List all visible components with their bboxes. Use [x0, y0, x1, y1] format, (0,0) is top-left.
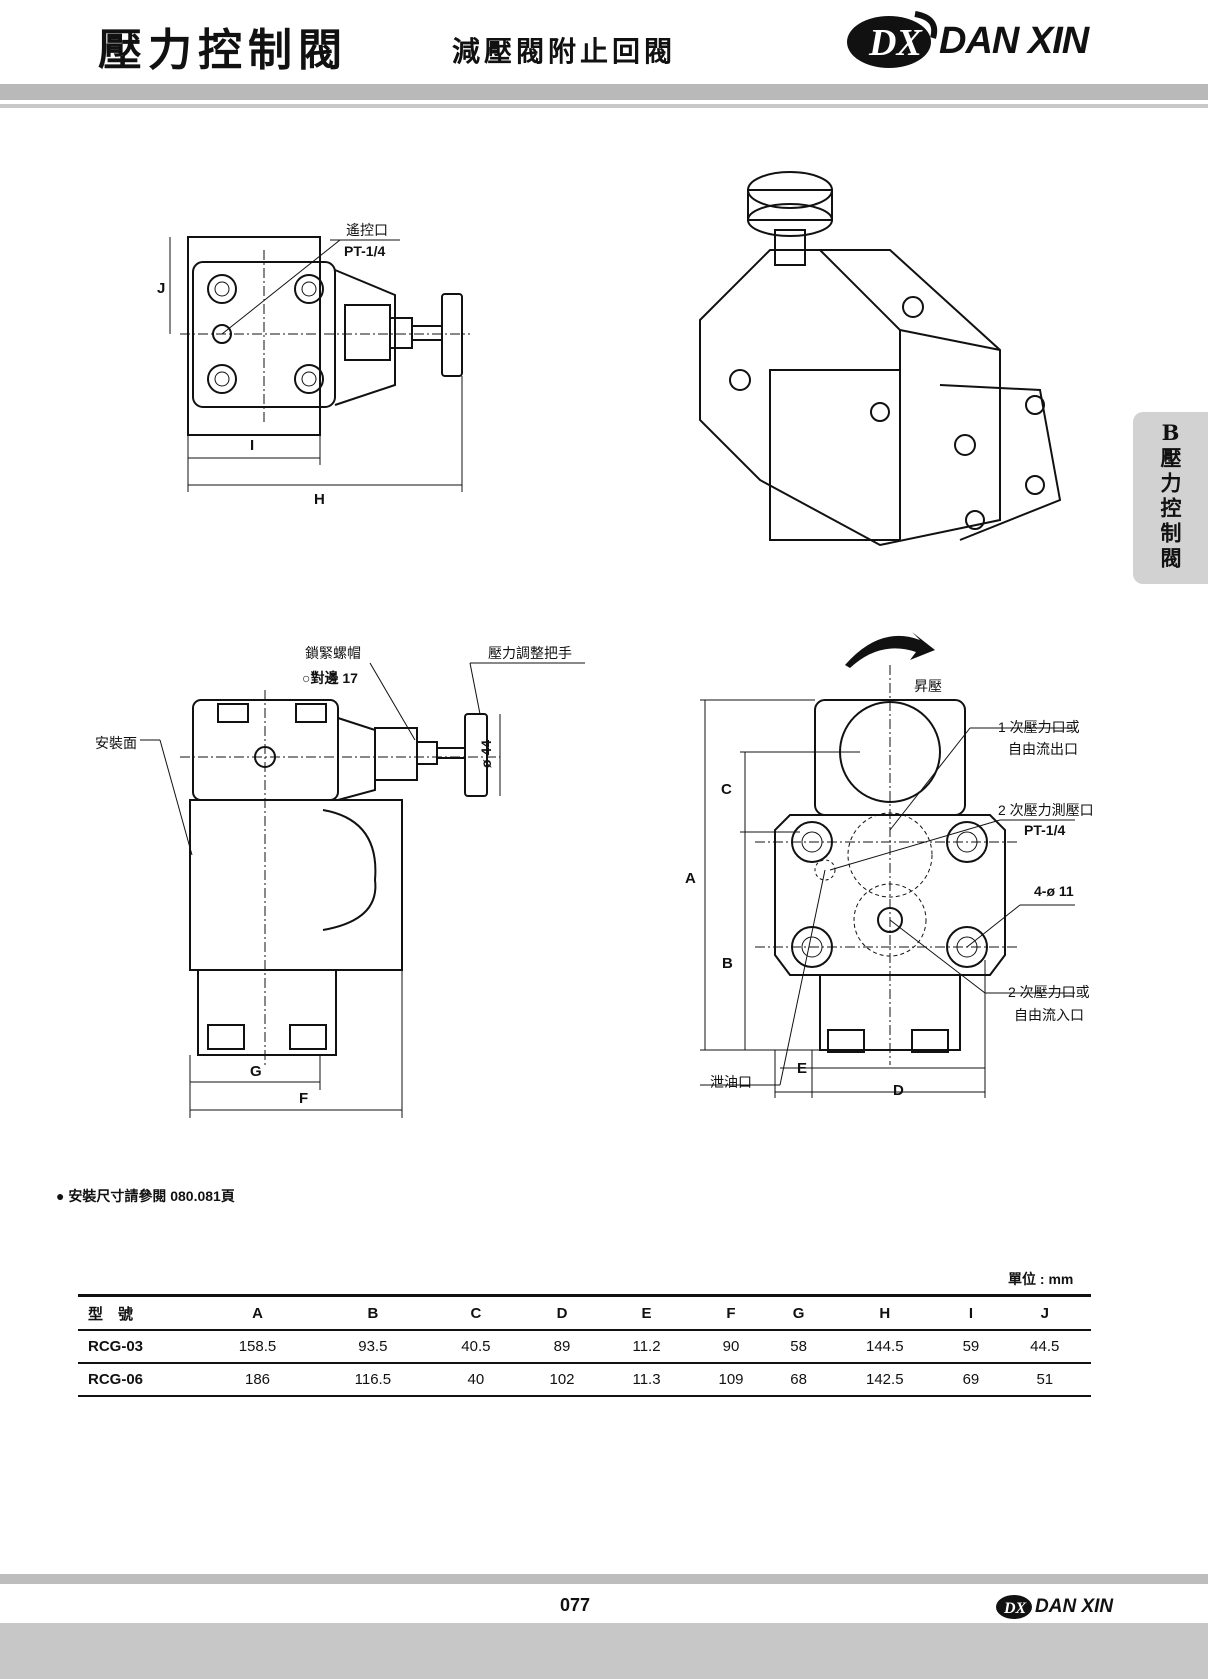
header-band	[0, 84, 1208, 100]
header-H: H	[826, 1294, 944, 1331]
header-G: G	[771, 1294, 827, 1331]
cell-A: 186	[199, 1363, 316, 1397]
primary-port-label-line2: 自由流出口	[1008, 741, 1078, 757]
dim-H-label: H	[314, 491, 325, 508]
footer-logo: DX DAN XIN	[995, 1590, 1125, 1622]
table-row: RCG-03 158.5 93.5 40.5 89 11.2 90 58 144…	[78, 1330, 1091, 1364]
cell-C: 40.5	[429, 1330, 523, 1364]
mounting-face-label: 安裝面	[95, 735, 137, 751]
header-A: A	[199, 1294, 316, 1331]
cell-I: 69	[943, 1363, 999, 1397]
mounting-note: ● 安裝尺寸請參閱 080.081頁	[56, 1188, 235, 1204]
header-B: B	[316, 1294, 430, 1331]
dx-logo-mark: DX	[847, 11, 938, 68]
bottom-view-drawing	[700, 632, 1075, 1098]
section-tab-text: 壓力控制閥	[1158, 447, 1183, 572]
cell-G: 68	[771, 1363, 827, 1397]
cell-F: 109	[691, 1363, 771, 1397]
cell-D: 89	[522, 1330, 602, 1364]
unit-label: 單位 : mm	[1008, 1271, 1074, 1287]
footer-logo-mark-text: DX	[1003, 1600, 1027, 1617]
front-view-drawing	[140, 662, 585, 1118]
remote-port-size-label: PT-1/4	[344, 243, 386, 259]
cell-B: 116.5	[316, 1363, 430, 1397]
cell-A: 158.5	[199, 1330, 316, 1364]
section-tab-letter: B	[1161, 420, 1180, 445]
cell-J: 44.5	[998, 1330, 1091, 1364]
across-flats-label: ○對邊 17	[302, 670, 358, 686]
pressure-arrow-icon	[845, 632, 935, 668]
header-I: I	[943, 1294, 999, 1331]
dx-logo-mark-small: DX	[996, 1595, 1032, 1619]
header-C: C	[429, 1294, 523, 1331]
cell-C: 40	[429, 1363, 523, 1397]
cell-E: 11.2	[602, 1330, 692, 1364]
cell-I: 59	[943, 1330, 999, 1364]
cell-H: 144.5	[826, 1330, 944, 1364]
dia-44-label: ø 44	[478, 739, 494, 768]
footer-brand-name: DAN XIN	[1035, 1596, 1114, 1617]
brand-name: DAN XIN	[939, 20, 1089, 62]
secondary-port-label-line1: 2 次壓力口或	[1008, 984, 1090, 1000]
lock-nut-label: 鎖緊螺帽	[305, 645, 361, 661]
cell-model: RCG-03	[78, 1330, 199, 1364]
footer-band	[0, 1623, 1208, 1679]
header-J: J	[998, 1294, 1091, 1331]
header-E: E	[602, 1294, 692, 1331]
dim-C-label: C	[721, 781, 732, 798]
secondary-port-label-line2: 自由流入口	[1014, 1007, 1084, 1023]
mounting-holes-label: 4-ø 11	[1034, 883, 1074, 899]
secondary-gauge-size-label: PT-1/4	[1024, 822, 1066, 838]
cell-J: 51	[998, 1363, 1091, 1397]
cell-D: 102	[522, 1363, 602, 1397]
dim-J-label: J	[157, 280, 166, 297]
top-view-drawing	[169, 236, 470, 492]
page-title: 壓力控制閥	[98, 25, 348, 76]
dim-B-label: B	[722, 955, 733, 972]
cell-H: 142.5	[826, 1363, 944, 1397]
increase-pressure-label: 昇壓	[914, 678, 942, 694]
primary-port-label-line1: 1 次壓力口或	[998, 719, 1080, 735]
table-header-row: 型 號 A B C D E F G H I J	[78, 1294, 1091, 1331]
header-model: 型 號	[78, 1294, 199, 1331]
table-row: RCG-06 186 116.5 40 102 11.3 109 68 142.…	[78, 1363, 1091, 1397]
header-rule	[0, 104, 1208, 108]
cell-G: 58	[771, 1330, 827, 1364]
secondary-gauge-label: 2 次壓力測壓口	[998, 802, 1094, 818]
cell-F: 90	[691, 1330, 771, 1364]
logo-mark-text: DX	[868, 22, 923, 64]
dim-A-label: A	[685, 870, 696, 887]
remote-port-label: 遙控口	[346, 222, 388, 238]
isometric-view-drawing	[699, 171, 1062, 547]
footer-rule	[0, 1574, 1208, 1584]
header-F: F	[691, 1294, 771, 1331]
section-tab	[1133, 412, 1208, 584]
dim-G-label: G	[250, 1063, 262, 1080]
dim-D-label: D	[893, 1082, 904, 1099]
dim-E-label: E	[797, 1060, 808, 1077]
cell-model: RCG-06	[78, 1363, 199, 1397]
brand-logo: DX DAN XIN	[845, 8, 1125, 72]
section-tab-label: B 壓力控制閥	[1133, 418, 1208, 572]
dim-I-label: I	[250, 437, 255, 454]
page-number: 077	[560, 1595, 591, 1615]
drain-label: 泄油口	[710, 1074, 752, 1090]
page-subtitle: 減壓閥附止回閥	[452, 35, 677, 68]
header-D: D	[522, 1294, 602, 1331]
spec-table: 型 號 A B C D E F G H I J RCG-03 158.5 93.…	[78, 1294, 1091, 1397]
cell-E: 11.3	[602, 1363, 692, 1397]
adjust-handle-label: 壓力調整把手	[488, 645, 572, 661]
dim-F-label: F	[299, 1090, 309, 1107]
cell-B: 93.5	[316, 1330, 430, 1364]
